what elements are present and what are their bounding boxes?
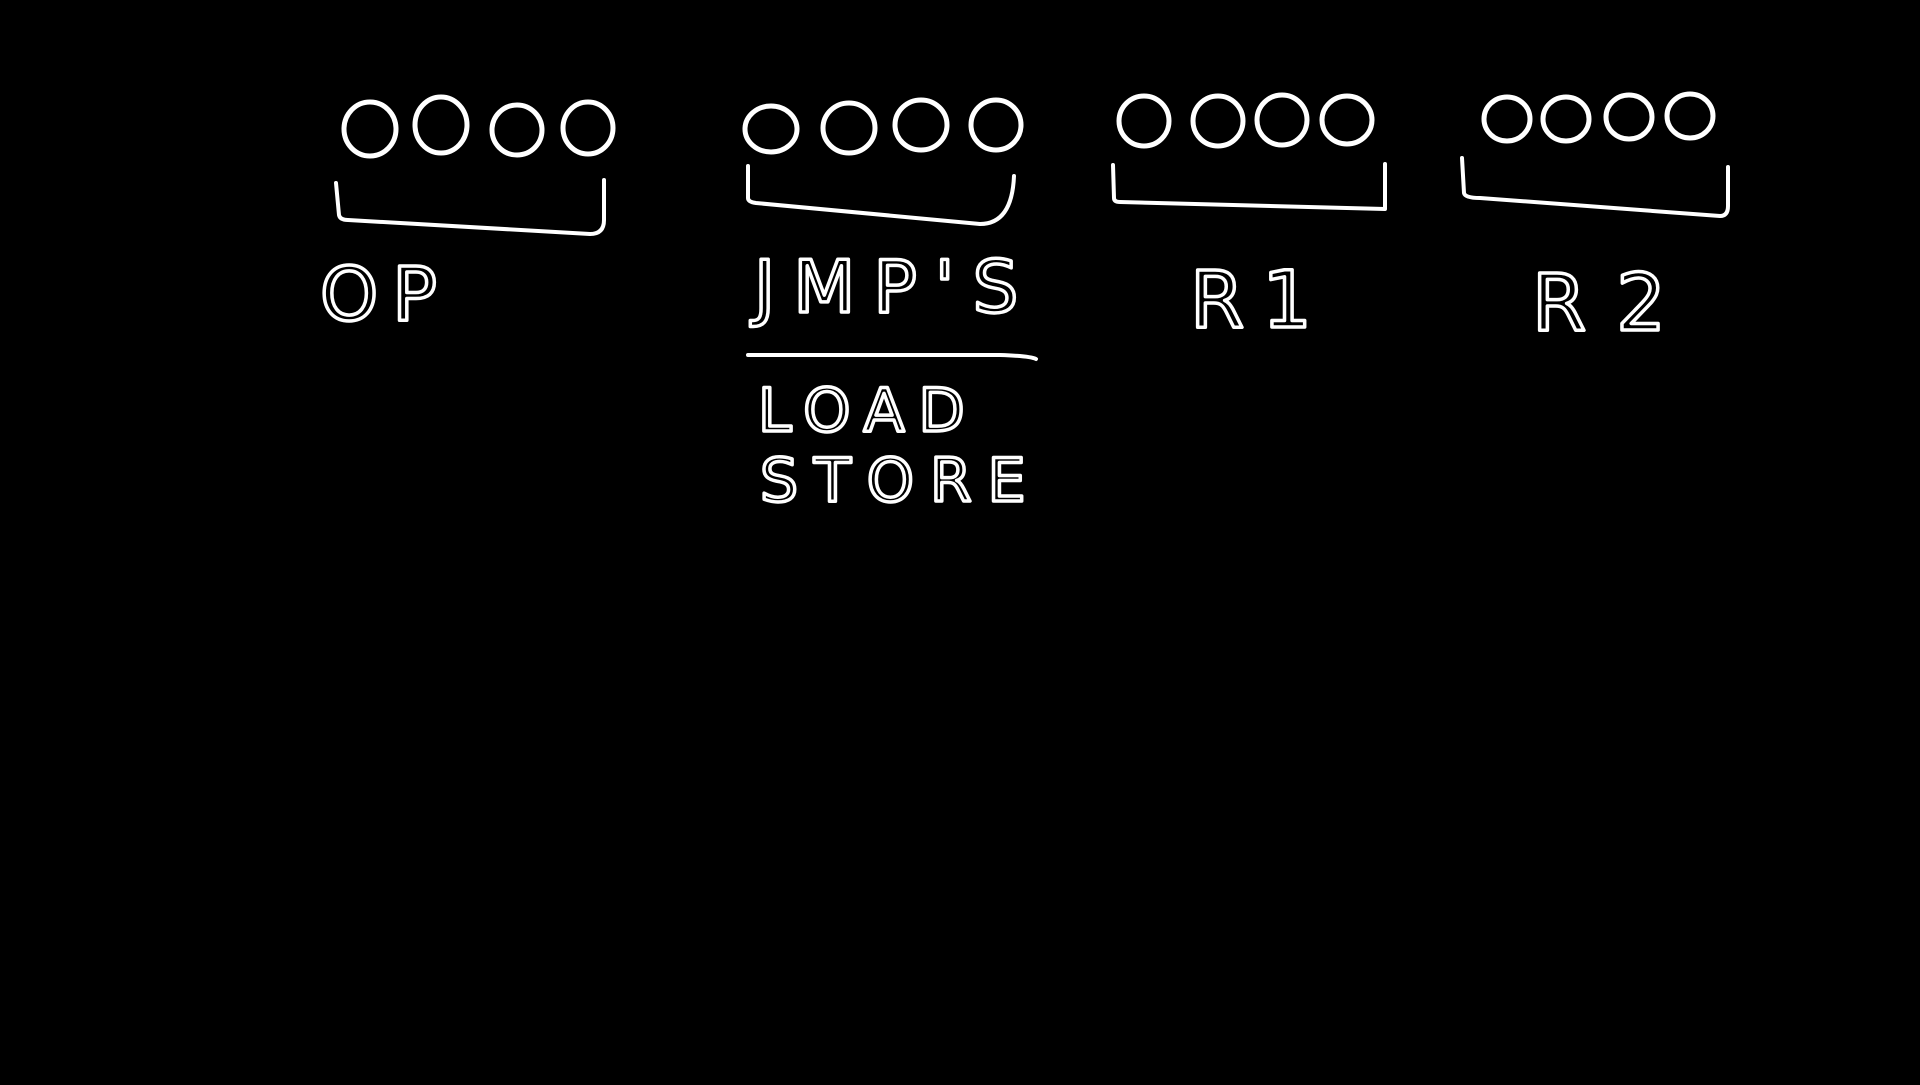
field-jmps-divider [746,353,1038,361]
field-jmps-label: JMP'S [750,245,1036,329]
field-op-bit-2 [412,94,470,156]
field-r1-bits [1116,92,1375,149]
field-r1-bit-1 [1116,93,1172,149]
field-r1-bit-2 [1190,93,1246,149]
field-r1-brace [1111,162,1387,211]
field-r2-bit-3 [1603,92,1655,142]
field-op: OP [318,94,616,340]
field-op-label: OP [320,252,451,338]
field-jmps-bit-3 [892,97,950,153]
field-op-brace [334,178,606,236]
field-jmps-bit-1 [742,103,800,155]
field-jmps-bits [742,97,1024,156]
field-r1-label: R1 [1190,256,1330,346]
field-r2-label: R2 [1532,259,1696,349]
field-op-bit-1 [341,99,399,159]
field-r2-brace [1460,156,1730,218]
field-r1-bit-4 [1319,93,1375,147]
field-r2-bits [1481,91,1716,144]
field-jmps-bit-2 [820,100,878,156]
field-jmps-brace [746,164,1016,226]
field-jmps-sublabel-load: LOAD [758,376,979,446]
field-r2: R2 [1460,91,1730,351]
field-jmps: JMP'S LOAD STORE [742,97,1042,518]
field-r1: R1 [1111,92,1387,348]
field-op-bits [341,94,616,159]
field-op-bit-4 [560,99,616,157]
field-r2-bit-2 [1540,94,1592,144]
field-op-bit-3 [489,102,545,158]
field-jmps-sublabel-store: STORE [760,446,1042,516]
field-r1-bit-3 [1254,92,1310,148]
field-r2-bit-4 [1664,91,1716,141]
field-r2-bit-1 [1481,94,1533,144]
field-jmps-bit-4 [968,97,1024,153]
